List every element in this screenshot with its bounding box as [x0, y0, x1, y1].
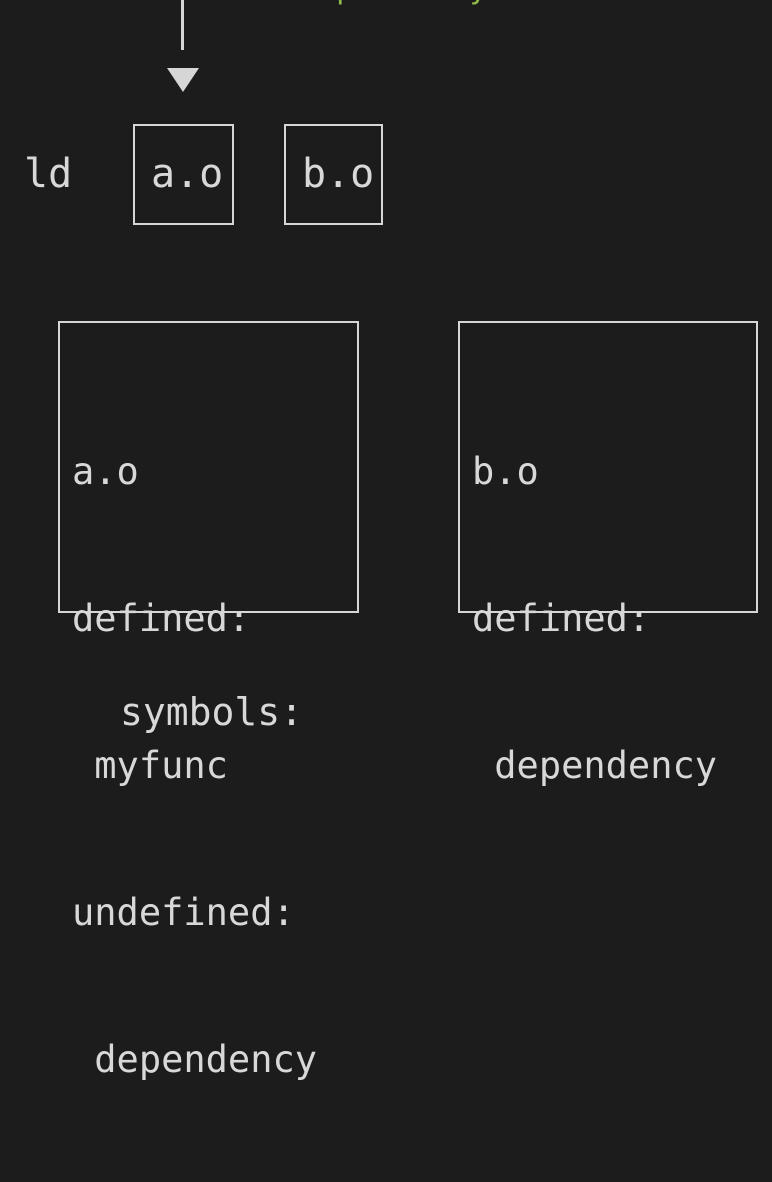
object-file-label-ao: a.o	[151, 151, 224, 197]
top-clipped-text: dependency	[298, 0, 489, 4]
symbol-line: defined:	[72, 597, 251, 640]
symbol-table-text-ao: a.o defined: myfunc undefined: dependenc…	[72, 349, 402, 1182]
symbol-table-text-bo: b.o defined: dependency	[472, 349, 772, 888]
symbol-table-panel-bo: b.o defined: dependency	[458, 321, 758, 787]
symbol-table-panel-ao: a.o defined: myfunc undefined: dependenc…	[58, 321, 359, 1081]
symbol-line: b.o	[472, 450, 539, 493]
symbol-line: dependency	[472, 744, 718, 787]
down-arrow-icon	[167, 68, 199, 92]
arrow-shaft	[181, 0, 184, 50]
linker-label: ld	[24, 151, 73, 197]
symbol-line: myfunc	[72, 744, 228, 787]
symbols-caption: symbols:	[120, 690, 304, 734]
top-clipped-text-region: dependency	[0, 0, 772, 8]
object-file-box-bo[interactable]: b.o	[284, 124, 383, 225]
diagram-canvas: dependency ld a.o b.o a.o defined: myfun…	[0, 0, 772, 1081]
symbol-line: dependency	[72, 1038, 318, 1081]
symbol-line: a.o	[72, 450, 139, 493]
symbol-line: defined:	[472, 597, 651, 640]
object-file-label-bo: b.o	[302, 151, 375, 197]
symbol-line: undefined:	[72, 891, 295, 934]
object-file-box-ao[interactable]: a.o	[133, 124, 234, 225]
